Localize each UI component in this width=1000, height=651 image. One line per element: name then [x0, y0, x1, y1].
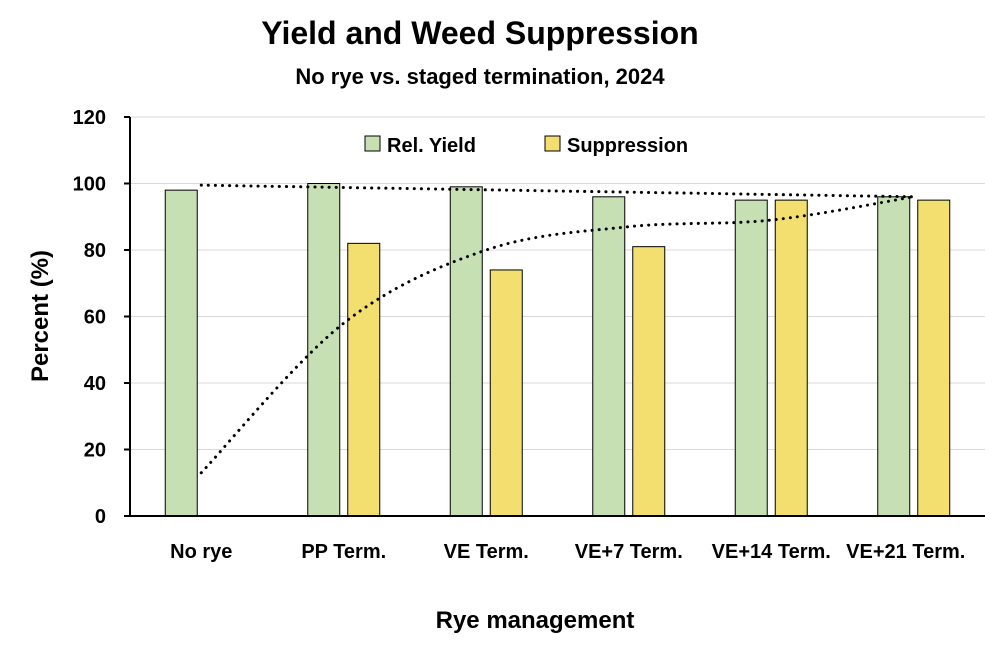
chart-title: Yield and Weed Suppression	[261, 15, 698, 51]
bar	[449, 186, 483, 517]
x-tick-label: VE+21 Term.	[846, 541, 965, 563]
y-tick-label: 120	[73, 107, 106, 129]
bar	[774, 199, 808, 517]
bars	[164, 183, 951, 517]
y-tick-label: 80	[84, 240, 106, 262]
legend-swatch	[364, 135, 381, 152]
x-tick-label: VE+14 Term.	[712, 541, 831, 563]
y-tick-label: 60	[84, 307, 106, 329]
bar	[632, 246, 666, 517]
trendlines	[199, 183, 916, 475]
trendline	[199, 183, 916, 199]
x-tick-labels: No rye PP Term. VE Term. VE+7 Term. VE+14 Te…	[170, 541, 965, 563]
y-tick-labels: 0 20 40 60 80 100 120	[73, 107, 106, 528]
y-tick-label: 20	[84, 440, 106, 462]
bar	[347, 242, 381, 517]
x-axis-title: Rye management	[436, 607, 635, 634]
bar	[734, 199, 768, 517]
bar	[307, 183, 341, 517]
x-tick-label: VE Term.	[444, 541, 529, 563]
x-tick-label: PP Term.	[301, 541, 386, 563]
legend-label: Rel. Yield	[387, 135, 476, 157]
y-tick-label: 0	[95, 506, 106, 528]
axes	[124, 116, 985, 517]
bar	[877, 196, 911, 517]
bar	[164, 189, 198, 517]
legend-swatch	[544, 135, 561, 152]
legend: Rel. Yield Suppression	[364, 135, 688, 157]
x-tick-label: No rye	[170, 541, 232, 563]
y-axis-title: Percent (%)	[27, 250, 54, 382]
gridlines	[130, 116, 985, 450]
chart-subtitle: No rye vs. staged termination, 2024	[295, 64, 665, 89]
legend-label: Suppression	[567, 135, 688, 157]
y-tick-label: 100	[73, 174, 106, 196]
bar	[489, 269, 523, 517]
x-tick-label: VE+7 Term.	[575, 541, 683, 563]
bar	[917, 199, 951, 517]
y-tick-label: 40	[84, 373, 106, 395]
bar	[592, 196, 626, 517]
